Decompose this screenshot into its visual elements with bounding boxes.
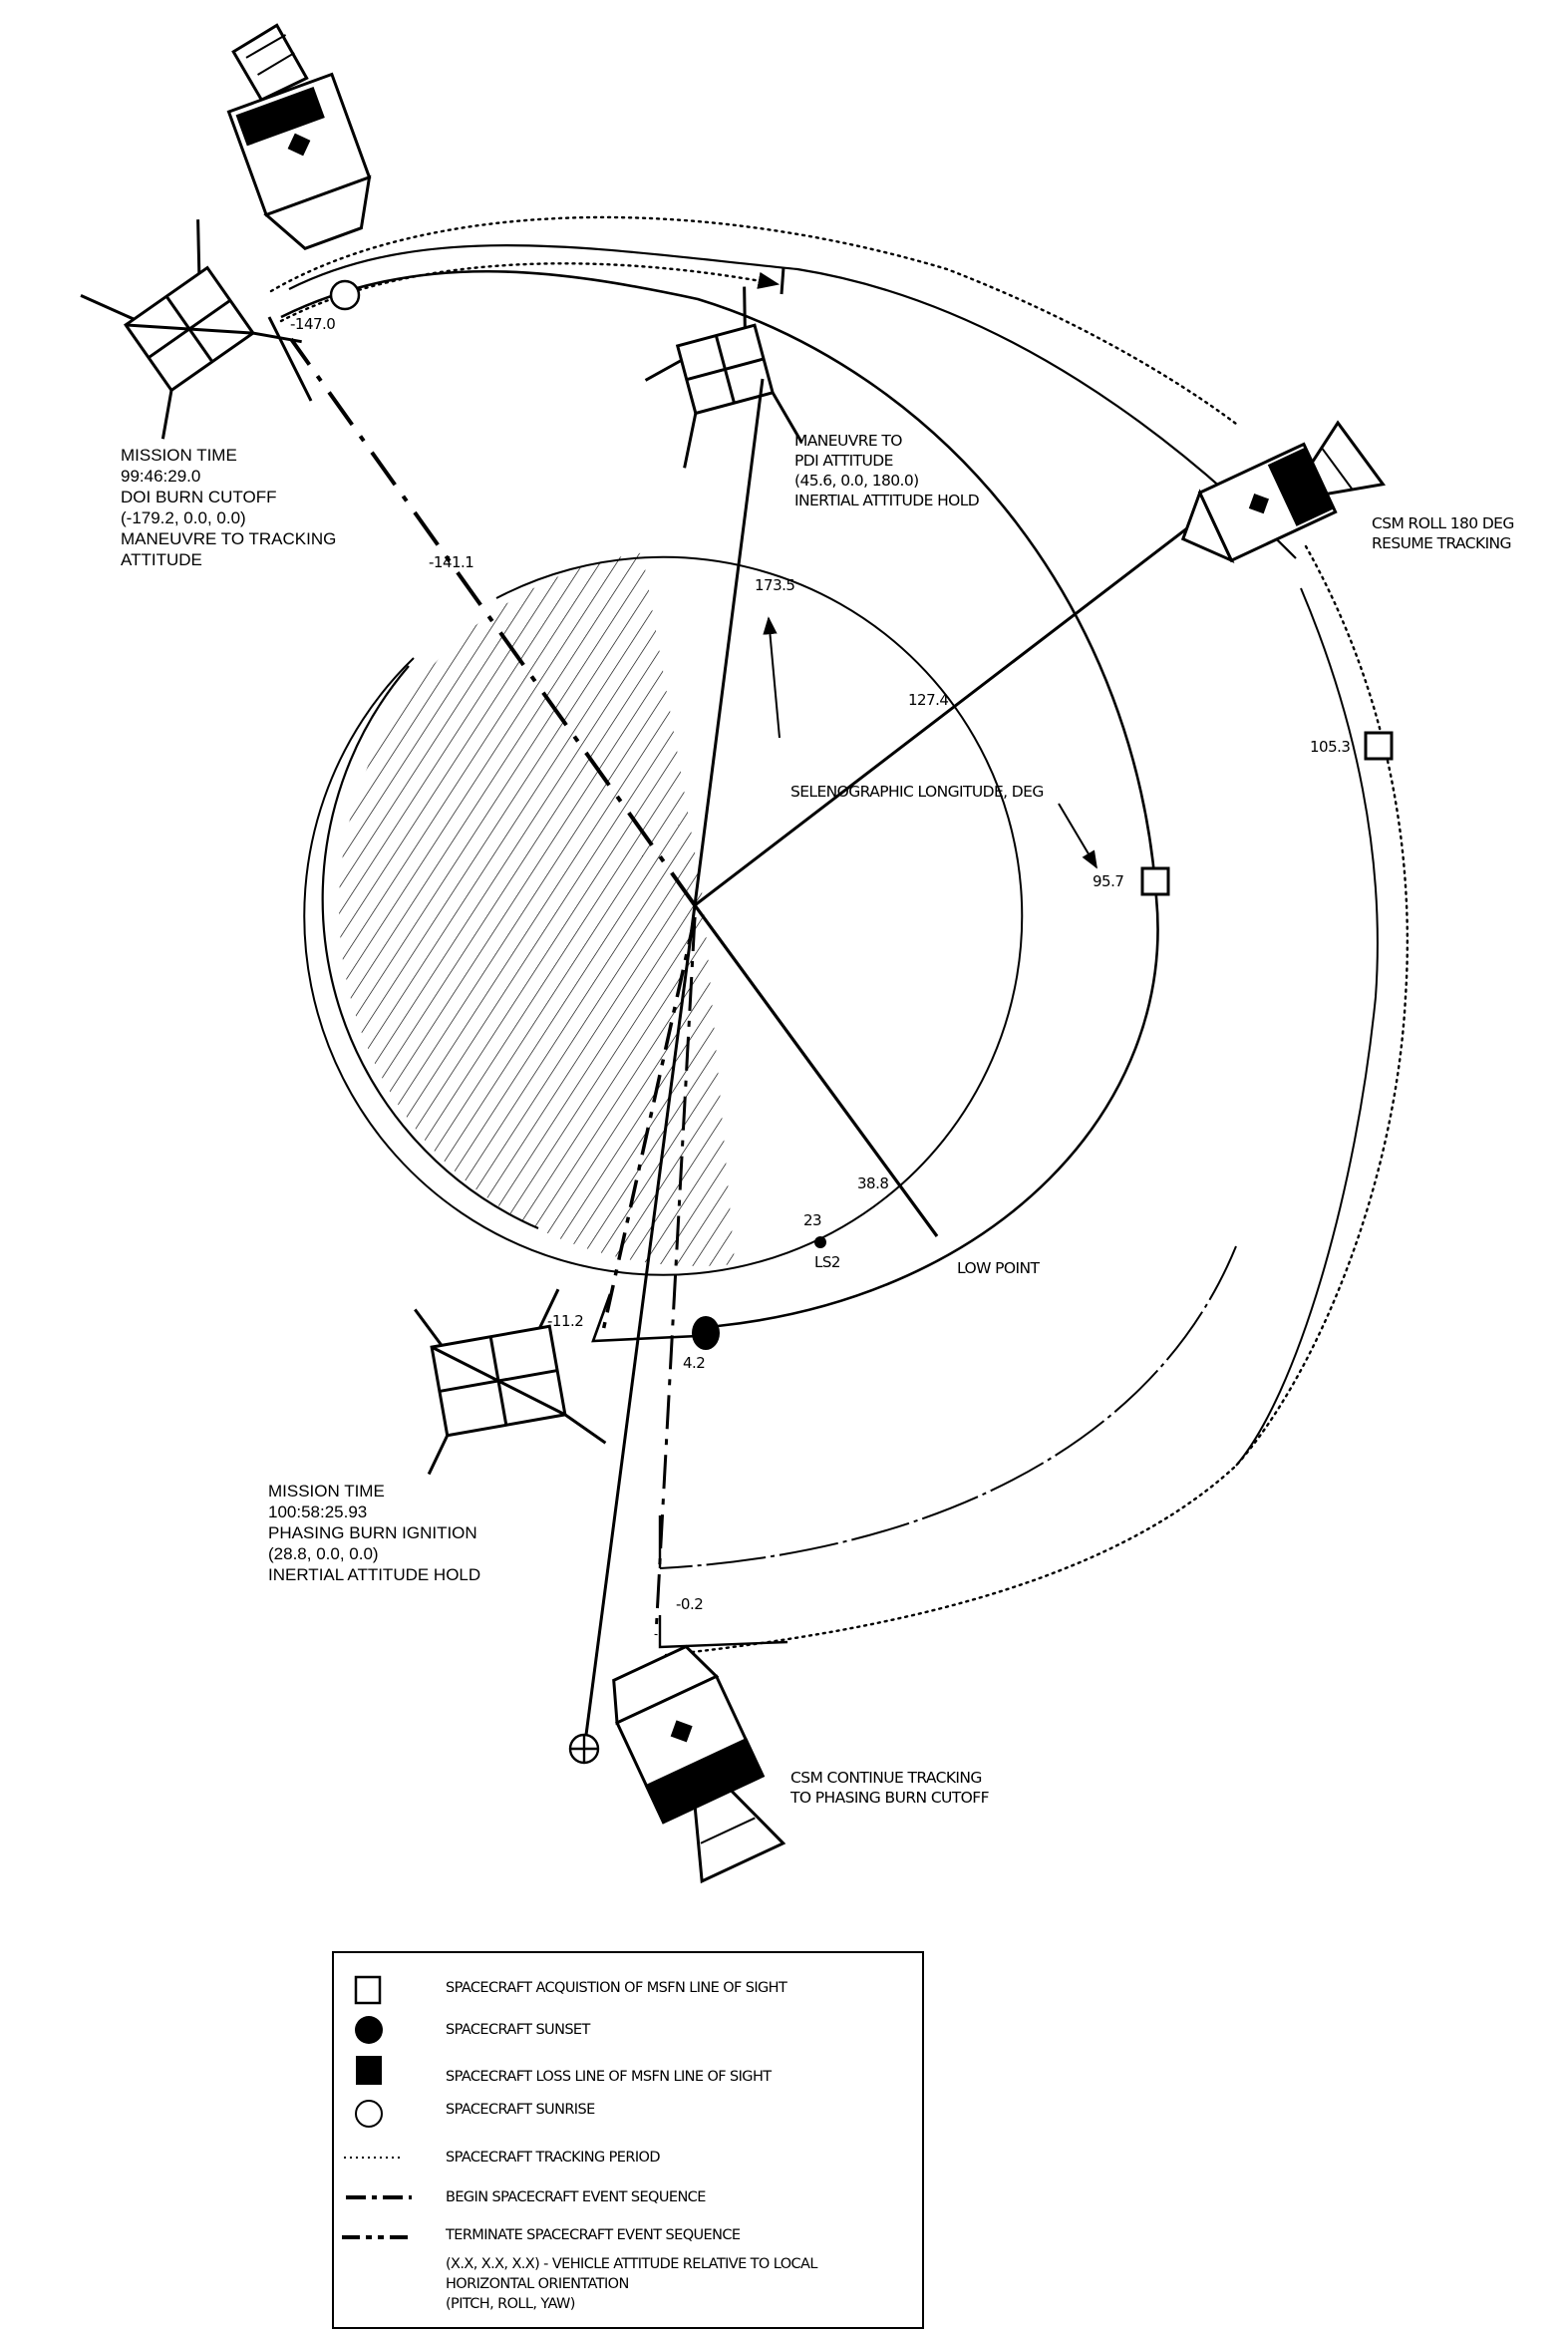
- axis-label: SELENOGRAPHIC LONGITUDE, DEG: [790, 783, 1044, 801]
- open-circle-icon: [355, 2100, 383, 2128]
- legend-item: SPACECRAFT LOSS LINE OF MSFN LINE OF SIG…: [334, 2055, 922, 2085]
- legend-item: SPACECRAFT SUNRISE: [334, 2098, 922, 2128]
- radial-terminate-b: [654, 916, 697, 1636]
- doi-line: DOI BURN CUTOFF: [121, 488, 277, 506]
- legend-item: SPACECRAFT ACQUISTION OF MSFN LINE OF SI…: [334, 1975, 922, 2005]
- lm-spacecraft-pdi-icon: [644, 286, 803, 469]
- phasing-line: (28.8, 0.0, 0.0): [268, 1544, 379, 1563]
- legend-label: SPACECRAFT SUNSET: [446, 2022, 590, 2038]
- longitude-csm-acquisition: 105.3: [1310, 738, 1351, 756]
- longitude-phasing-ignition: -11.2: [547, 1312, 584, 1330]
- longitude-sunset: 4.2: [683, 1354, 706, 1372]
- landing-site-label: LS2: [814, 1253, 840, 1271]
- sunrise-marker-icon: [329, 279, 361, 311]
- tracking-period-right: [664, 544, 1410, 1657]
- axis-arrow-down: [1058, 803, 1098, 869]
- radial-pdi: [693, 378, 765, 906]
- phasing-line: PHASING BURN IGNITION: [268, 1523, 477, 1542]
- legend-item: BEGIN SPACECRAFT EVENT SEQUENCE: [334, 2182, 922, 2212]
- open-square-icon: [354, 1975, 382, 2005]
- phasing-cutoff-bracket: [658, 1615, 788, 1649]
- phasing-line: MISSION TIME: [268, 1482, 385, 1501]
- pdi-line: INERTIAL ATTITUDE HOLD: [794, 492, 980, 509]
- lm-spacecraft-top-icon: [80, 219, 302, 440]
- csm-continue-line: CSM CONTINUE TRACKING: [790, 1769, 982, 1787]
- legend-item: TERMINATE SPACECRAFT EVENT SEQUENCE: [334, 2222, 922, 2252]
- longitude-landing-site: 23: [803, 1211, 822, 1229]
- lm-orbit-lower-return: [659, 1245, 1237, 1569]
- legend: SPACECRAFT ACQUISTION OF MSFN LINE OF SI…: [332, 1951, 924, 2329]
- low-point-label: LOW POINT: [957, 1259, 1040, 1277]
- radial-csm-roll: [694, 497, 1227, 907]
- csm-orbit-path: [288, 244, 1297, 559]
- legend-note-line: HORIZONTAL ORIENTATION: [446, 2276, 629, 2292]
- acquisition-marker-csm-icon: [1364, 731, 1394, 761]
- longitude-low-point: 38.8: [857, 1174, 889, 1192]
- csm-orbit-right: [1235, 587, 1379, 1467]
- legend-label: BEGIN SPACECRAFT EVENT SEQUENCE: [446, 2189, 706, 2205]
- csm-roll-line: CSM ROLL 180 DEG: [1372, 514, 1514, 532]
- lm-spacecraft-phasing-icon: [414, 1288, 607, 1476]
- pdi-line: (45.6, 0.0, 180.0): [794, 472, 919, 490]
- pdi-line: PDI ATTITUDE: [794, 452, 893, 470]
- lm-orbit-path: [280, 269, 1159, 1328]
- dotted-line-icon: [344, 2157, 402, 2159]
- legend-label: SPACECRAFT ACQUISTION OF MSFN LINE OF SI…: [446, 1980, 787, 1996]
- radial-low-point: [693, 904, 939, 1237]
- legend-item: SPACECRAFT TRACKING PERIOD: [334, 2143, 922, 2172]
- legend-label: SPACECRAFT TRACKING PERIOD: [446, 2150, 661, 2166]
- moon-outline: [303, 555, 1024, 1276]
- filled-circle-icon: [355, 2016, 383, 2044]
- longitude-doi-cutoff: -147.0: [290, 315, 336, 333]
- longitude-pdi: 173.5: [755, 576, 795, 594]
- sunset-marker-icon: [692, 1316, 720, 1350]
- phasing-annotation: MISSION TIME 100:58:25.93 PHASING BURN I…: [268, 1481, 480, 1585]
- radial-lines: [289, 337, 1227, 1736]
- pdi-line: MANEUVRE TO: [794, 432, 902, 450]
- csm-continue-line: TO PHASING BURN CUTOFF: [790, 1789, 989, 1807]
- longitude-phasing-cutoff: -0.2: [676, 1595, 704, 1613]
- csm-continue-annotation: CSM CONTINUE TRACKING TO PHASING BURN CU…: [790, 1768, 989, 1808]
- csm-spacecraft-top-icon: [226, 23, 372, 250]
- csm-roll-annotation: CSM ROLL 180 DEG RESUME TRACKING: [1372, 513, 1514, 553]
- doi-annotation: MISSION TIME 99:46:29.0 DOI BURN CUTOFF …: [121, 445, 336, 570]
- tracking-period-upper: [269, 215, 1238, 426]
- phasing-bracket: [591, 1293, 699, 1343]
- radial-terminate-a: [601, 916, 697, 1332]
- phasing-line: INERTIAL ATTITUDE HOLD: [268, 1565, 481, 1584]
- moon-outline-arc-left: [321, 665, 539, 1230]
- legend-note-line: (X.X, X.X, X.X) - VEHICLE ATTITUDE RELAT…: [446, 2256, 817, 2272]
- filled-square-icon: [356, 2056, 382, 2085]
- phasing-line: 100:58:25.93: [268, 1503, 368, 1521]
- legend-label: SPACECRAFT SUNRISE: [446, 2102, 595, 2118]
- doi-line: MANEUVRE TO TRACKING: [121, 529, 337, 548]
- legend-item: SPACECRAFT SUNSET: [334, 2015, 922, 2045]
- legend-note: (X.X, X.X, X.X) - VEHICLE ATTITUDE RELAT…: [446, 2254, 817, 2314]
- pdi-annotation: MANEUVRE TO PDI ATTITUDE (45.6, 0.0, 180…: [794, 431, 980, 510]
- longitude-shadow-entry: -141.1: [429, 553, 474, 571]
- legend-label: SPACECRAFT LOSS LINE OF MSFN LINE OF SIG…: [446, 2069, 772, 2085]
- doi-line: (-179.2, 0.0, 0.0): [121, 508, 246, 527]
- legend-label: TERMINATE SPACECRAFT EVENT SEQUENCE: [446, 2227, 741, 2243]
- acquisition-marker-lm-icon: [1140, 866, 1170, 896]
- longitude-csm-roll: 127.4: [908, 691, 949, 709]
- axis-arrow-up: [763, 616, 781, 739]
- dash-dot-line-icon: [346, 2195, 412, 2199]
- doi-line: ATTITUDE: [121, 550, 202, 569]
- legend-note-line: (PITCH, ROLL, YAW): [446, 2296, 575, 2312]
- pdi-tick: [780, 266, 785, 295]
- landing-site-marker-icon: [814, 1236, 826, 1248]
- moon-shadow-hatching: [339, 548, 738, 1266]
- doi-tick: [267, 316, 313, 402]
- csm-spacecraft-right-icon: [1180, 420, 1387, 564]
- doi-line: MISSION TIME: [121, 446, 237, 465]
- csm-spacecraft-bottom-icon: [612, 1644, 786, 1884]
- longitude-lm-acquisition: 95.7: [1093, 872, 1124, 890]
- radial-phasing: [584, 904, 697, 1736]
- doi-line: 99:46:29.0: [121, 467, 201, 486]
- csm-roll-line: RESUME TRACKING: [1372, 534, 1512, 552]
- moon-center-target-icon: [568, 1733, 600, 1765]
- dash-dot-dot-line-icon: [342, 2235, 412, 2239]
